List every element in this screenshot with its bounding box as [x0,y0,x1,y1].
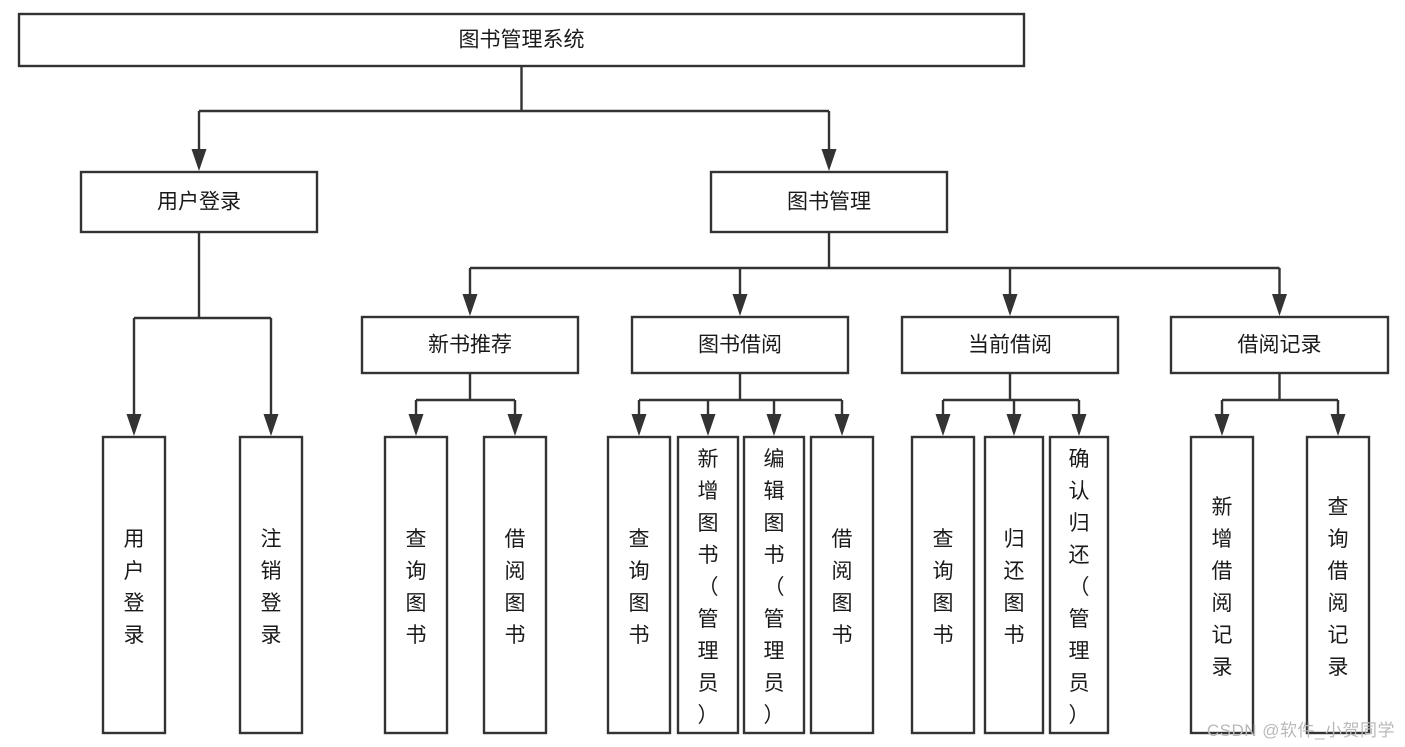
node-label: 确认归还（管理员） [1069,448,1090,727]
node-layer: 图书管理系统用户登录图书管理新书推荐图书借阅当前借阅借阅记录用户登录注销登录查询… [17,12,1390,735]
connector-layer [126,66,1346,436]
node-leaf-user-logout[interactable]: 注销登录 [238,435,304,735]
node-book-borrow[interactable]: 图书借阅 [630,315,850,375]
node-label: 用户登录 [157,191,241,214]
arrow-head-icon [700,414,716,436]
arrow-head-icon [1330,414,1346,436]
node-label: 图书管理系统 [459,29,585,52]
node-book-manage[interactable]: 图书管理 [709,170,949,234]
arrow-head-icon [1006,414,1022,436]
arrow-head-icon [507,414,523,436]
node-box[interactable] [809,435,875,735]
node-box[interactable] [676,435,740,735]
arrow-head-icon [462,294,478,316]
arrow-head-icon [191,149,207,171]
node-box[interactable] [1305,435,1371,735]
node-label: 借阅记录 [1238,334,1322,357]
node-box[interactable] [482,435,548,735]
node-label: 图书借阅 [698,334,782,357]
node-box[interactable] [383,435,449,735]
arrow-head-icon [935,414,951,436]
node-box[interactable] [910,435,976,735]
node-label: 查询图书 [933,528,954,647]
arrow-head-icon [408,414,424,436]
node-leaf-borrow-lend[interactable]: 借阅图书 [809,435,875,735]
node-label: 归还图书 [1004,528,1025,647]
arrow-head-icon [631,414,647,436]
node-leaf-borrow-edit[interactable]: 编辑图书（管理员） [742,435,806,735]
node-label: 用户登录 [124,528,145,647]
node-box[interactable] [1169,315,1390,375]
arrow-head-icon [126,414,142,436]
node-leaf-cur-confirm[interactable]: 确认归还（管理员） [1048,435,1110,735]
node-leaf-borrow-add[interactable]: 新增图书（管理员） [676,435,740,735]
node-leaf-rec-query[interactable]: 查询图书 [383,435,449,735]
node-label: 查询图书 [406,528,427,647]
node-label: 新书推荐 [428,334,512,357]
node-box[interactable] [79,170,319,234]
node-current-borrow[interactable]: 当前借阅 [900,315,1120,375]
node-box[interactable] [1189,435,1255,735]
node-leaf-cur-query[interactable]: 查询图书 [910,435,976,735]
node-user-login[interactable]: 用户登录 [79,170,319,234]
node-label: 注销登录 [261,528,282,647]
arrow-head-icon [1002,294,1018,316]
node-leaf-rec-add[interactable]: 新增借阅记录 [1189,435,1255,735]
node-box[interactable] [1048,435,1110,735]
node-box[interactable] [17,12,1026,68]
node-new-book-rec[interactable]: 新书推荐 [360,315,580,375]
node-label: 查询借阅记录 [1328,496,1349,679]
node-box[interactable] [360,315,580,375]
node-root[interactable]: 图书管理系统 [17,12,1026,68]
arrow-head-icon [1214,414,1230,436]
node-label: 借阅图书 [832,528,853,647]
node-box[interactable] [606,435,672,735]
node-leaf-rec-search[interactable]: 查询借阅记录 [1305,435,1371,735]
node-box[interactable] [101,435,167,735]
csdn-watermark: CSDN @软件_小贺同学 [1206,721,1395,740]
node-label: 当前借阅 [968,334,1052,357]
arrow-head-icon [821,149,837,171]
arrow-head-icon [766,414,782,436]
node-box[interactable] [709,170,949,234]
arrow-head-icon [732,294,748,316]
node-label: 新增图书（管理员） [698,448,719,727]
node-box[interactable] [238,435,304,735]
node-leaf-cur-return[interactable]: 归还图书 [983,435,1045,735]
node-label: 图书管理 [787,191,871,214]
node-label: 借阅图书 [505,528,526,647]
node-box[interactable] [742,435,806,735]
node-borrow-record[interactable]: 借阅记录 [1169,315,1390,375]
node-label: 编辑图书（管理员） [764,448,785,727]
node-leaf-borrow-query[interactable]: 查询图书 [606,435,672,735]
arrow-head-icon [1071,414,1087,436]
node-label: 新增借阅记录 [1212,496,1233,679]
node-leaf-rec-borrow[interactable]: 借阅图书 [482,435,548,735]
node-box[interactable] [983,435,1045,735]
node-leaf-user-login[interactable]: 用户登录 [101,435,167,735]
arrow-head-icon [834,414,850,436]
node-box[interactable] [900,315,1120,375]
arrow-head-icon [263,414,279,436]
arrow-head-icon [1272,294,1287,316]
node-label: 查询图书 [629,528,650,647]
node-box[interactable] [630,315,850,375]
